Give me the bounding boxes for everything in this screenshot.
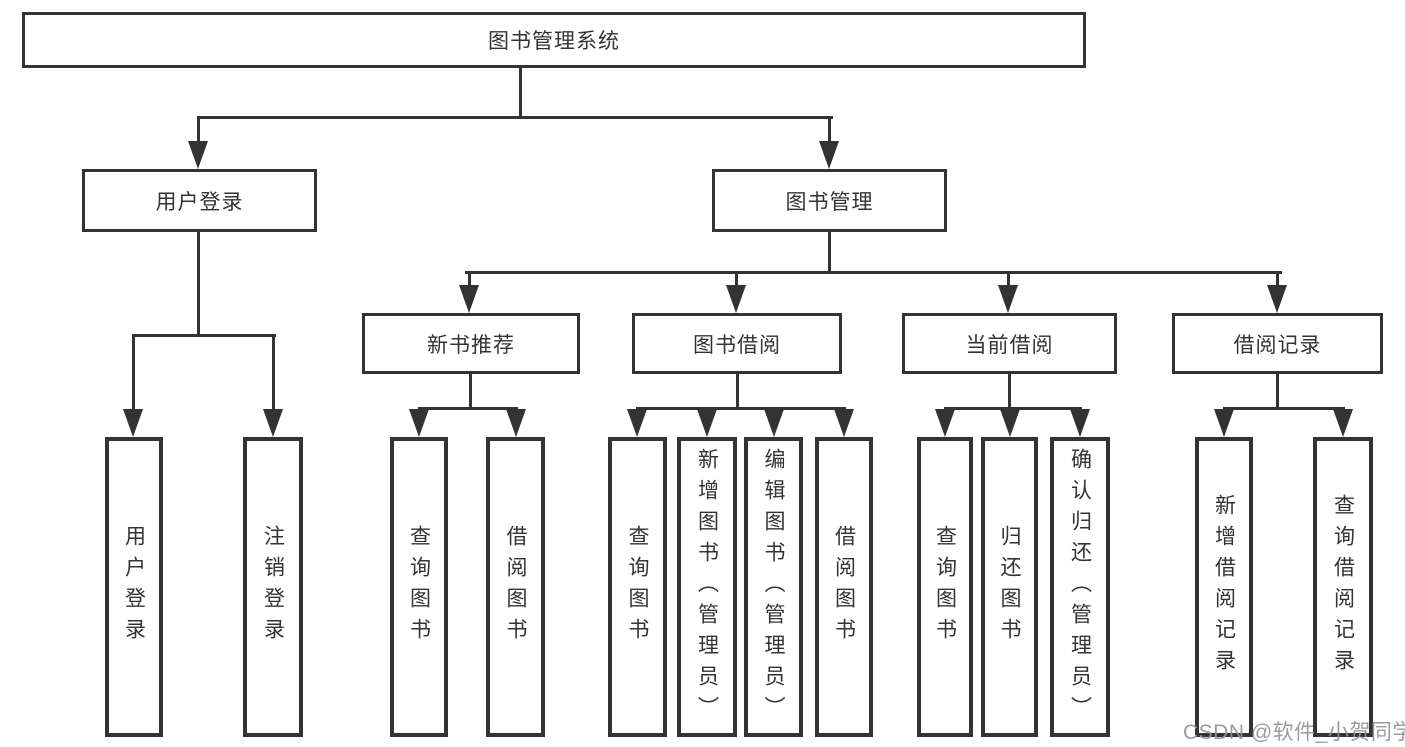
leaf-query-books-recommend: 查询图书 <box>390 437 448 737</box>
leaf-query-books-current: 查询图书 <box>917 437 973 737</box>
connector-arrowhead <box>764 409 784 437</box>
leaf-query-borrow-record: 查询借阅记录 <box>1313 437 1373 737</box>
connector-arrowhead <box>819 141 839 169</box>
csdn-watermark: CSDN @软件_小贺同学 <box>1183 721 1405 744</box>
connector-line <box>465 271 1282 274</box>
leaf-logout: 注销登录 <box>243 437 303 737</box>
node-book-borrowing: 图书借阅 <box>632 313 842 374</box>
connector-line <box>197 232 200 336</box>
connector-line <box>636 407 846 410</box>
connector-line <box>735 273 738 287</box>
node-current-borrowing: 当前借阅 <box>902 313 1117 374</box>
connector-arrowhead <box>1070 409 1090 437</box>
connector-arrowhead <box>263 409 283 437</box>
leaf-confirm-return-admin: 确认归还（管理员） <box>1050 437 1110 737</box>
connector-line <box>1223 407 1345 410</box>
connector-arrowhead <box>998 285 1018 313</box>
connector-arrowhead <box>1267 285 1287 313</box>
connector-line <box>418 407 518 410</box>
connector-line <box>828 118 831 144</box>
connector-line <box>1007 273 1010 287</box>
node-borrowing-records: 借阅记录 <box>1172 313 1383 374</box>
leaf-add-borrow-record: 新增借阅记录 <box>1195 437 1253 737</box>
connector-line <box>197 118 200 144</box>
connector-arrowhead <box>123 409 143 437</box>
connector-arrowhead <box>726 285 746 313</box>
connector-arrowhead <box>697 409 717 437</box>
node-new-book-recommendation: 新书推荐 <box>362 313 580 374</box>
leaf-query-books-borrowing: 查询图书 <box>608 437 667 737</box>
node-user-login: 用户登录 <box>82 169 317 232</box>
node-book-management: 图书管理 <box>712 169 947 232</box>
connector-line <box>944 407 1082 410</box>
connector-arrowhead <box>834 409 854 437</box>
connector-line <box>272 336 275 411</box>
leaf-borrow-books-recommend: 借阅图书 <box>486 437 545 737</box>
leaf-add-books-admin: 新增图书（管理员） <box>677 437 737 737</box>
connector-arrowhead <box>188 141 208 169</box>
node-library-management-system: 图书管理系统 <box>22 12 1086 68</box>
connector-arrowhead <box>1333 409 1353 437</box>
leaf-borrow-books-borrowing: 借阅图书 <box>815 437 873 737</box>
connector-line <box>132 334 276 337</box>
connector-line <box>132 336 135 411</box>
connector-arrowhead <box>1000 409 1020 437</box>
connector-line <box>1276 373 1279 409</box>
connector-line <box>736 373 739 409</box>
connector-arrowhead <box>506 409 526 437</box>
connector-line <box>1276 273 1279 287</box>
connector-arrowhead <box>1214 409 1234 437</box>
connector-line <box>469 373 472 409</box>
leaf-return-books: 归还图书 <box>981 437 1038 737</box>
leaf-edit-books-admin: 编辑图书（管理员） <box>744 437 803 737</box>
connector-line <box>1008 373 1011 409</box>
connector-arrowhead <box>935 409 955 437</box>
connector-line <box>519 67 522 118</box>
leaf-user-login: 用户登录 <box>105 437 163 737</box>
connector-arrowhead <box>459 285 479 313</box>
connector-line <box>468 273 471 287</box>
connector-arrowhead <box>627 409 647 437</box>
connector-arrowhead <box>409 409 429 437</box>
connector-line <box>828 232 831 273</box>
connector-line <box>197 116 833 119</box>
